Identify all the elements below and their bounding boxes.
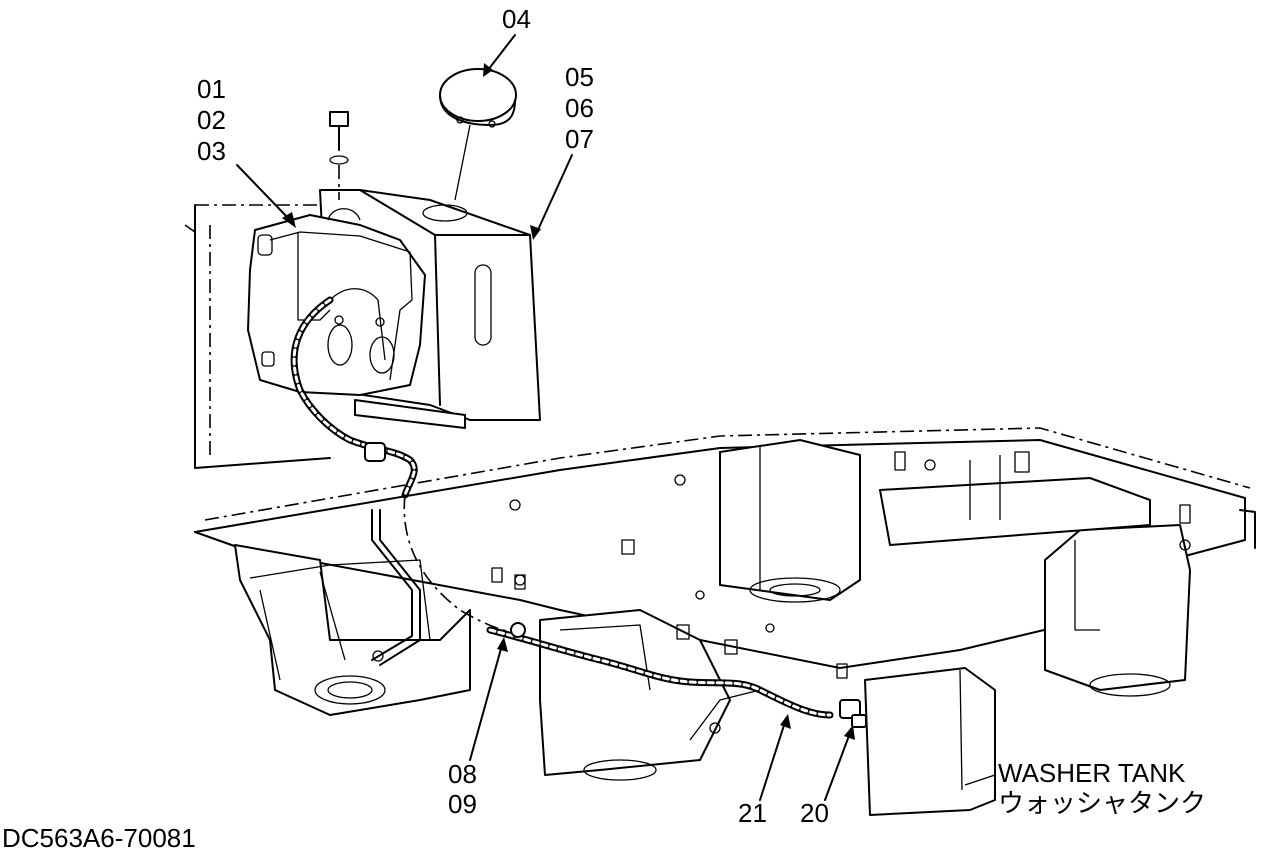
captions: WASHER TANK ウォッシャタンク DC563A6-70081: [2, 758, 1206, 853]
figure-id: DC563A6-70081: [2, 823, 196, 853]
caption-english: WASHER TANK: [998, 758, 1186, 788]
callout-07: 07: [565, 124, 594, 154]
main-frame: [194, 427, 1256, 816]
callout-05: 05: [565, 62, 594, 92]
callout-01: 01: [197, 74, 226, 104]
caption-japanese: ウォッシャタンク: [998, 788, 1206, 818]
callout-09: 09: [448, 789, 477, 819]
filler-cap: [439, 68, 517, 201]
callout-labels: 01 02 03 04 05 06 07 08 09 21 20: [197, 4, 829, 828]
washer-hose: [290, 296, 867, 728]
callout-20: 20: [800, 798, 829, 828]
callout-08: 08: [448, 759, 477, 789]
callout-02: 02: [197, 105, 226, 135]
callout-03: 03: [197, 136, 226, 166]
washer-tank: [247, 111, 426, 396]
callout-06: 06: [565, 93, 594, 123]
leader-lines: [236, 34, 996, 801]
callout-21: 21: [738, 798, 767, 828]
callout-04: 04: [502, 4, 531, 34]
